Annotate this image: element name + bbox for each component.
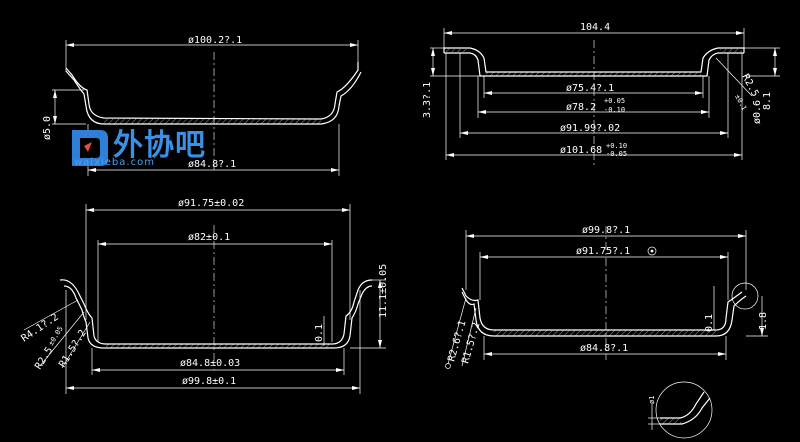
datum-symbol-center-icon	[650, 249, 654, 253]
view-top-left: ø100.2?.1 ø84.8?.1 ø5.0	[42, 35, 362, 176]
dim-bottom-right-1: ø99.8?.1	[582, 225, 630, 236]
dim-bottom-left-r3: R1.5?.2	[57, 328, 89, 370]
dim-top-right-4: ø101.68	[560, 145, 602, 156]
dim-top-left-diameter: ø100.2?.1	[188, 35, 242, 46]
dim-top-right-2: ø78.2	[566, 102, 596, 113]
dim-top-right-4-upper: +0.10	[606, 142, 627, 150]
dim-top-left-side: ø5.0	[42, 116, 53, 140]
datum-symbol-icon	[647, 246, 657, 256]
watermark-logo-icon	[72, 130, 108, 166]
dim-bottom-left-4: ø99.8±0.1	[182, 376, 236, 387]
dim-top-right-radius-tol: ±0.1	[733, 93, 748, 112]
dim-top-right-height: 3.3?.1	[422, 82, 433, 118]
dim-top-right-4-lower: -0.05	[606, 150, 627, 158]
detail-view-circle	[655, 381, 713, 439]
leader-start-icon	[445, 363, 451, 369]
dim-top-right-side-2: ø0.6	[752, 100, 763, 124]
dim-top-right-1: ø75.4?.1	[566, 83, 614, 94]
detail-label: ø1	[648, 396, 656, 404]
dim-top-right-3: ø91.99?.02	[560, 123, 620, 134]
dim-top-left-bottom-diameter: ø84.8?.1	[188, 159, 236, 170]
dim-bottom-left-3: ø84.8±0.03	[180, 358, 240, 369]
dim-bottom-left-small: 0.1	[314, 324, 325, 342]
dim-bottom-right-small: 0.1	[704, 314, 715, 332]
dim-bottom-right-side: 1.8	[758, 312, 769, 330]
dim-bottom-left-r2: R2.5	[33, 345, 55, 371]
view-bottom-left: ø91.75±0.02 ø82±0.1 ø84.8±0.03 ø99.8±0.1…	[20, 198, 389, 394]
dim-top-right-2-upper: +0.05	[604, 97, 625, 105]
dim-top-right-2-lower: -0.10	[604, 106, 625, 114]
watermark-url: waixieba.com	[74, 157, 155, 168]
dim-bottom-left-1: ø91.75±0.02	[178, 198, 244, 209]
dim-top-right-overall: 104.4	[580, 22, 610, 33]
dim-bottom-right-2: ø91.75?.1	[576, 246, 630, 257]
dim-top-right-side: 8.1	[762, 92, 773, 110]
view-top-right: 104.4 ø75.4?.1 ø78.2 +0.05 -0.10 ø91.99?…	[422, 22, 780, 165]
watermark-brand: 外协吧	[113, 128, 206, 163]
dim-bottom-left-2: ø82±0.1	[188, 232, 230, 243]
dim-bottom-left-height: 11.1±0.05	[378, 264, 389, 318]
dim-bottom-right-3: ø84.8?.1	[580, 343, 628, 354]
view-bottom-right: ø99.8?.1 ø91.75?.1 ø84.8?.1 0.1 1.8 R2.6…	[445, 225, 769, 439]
